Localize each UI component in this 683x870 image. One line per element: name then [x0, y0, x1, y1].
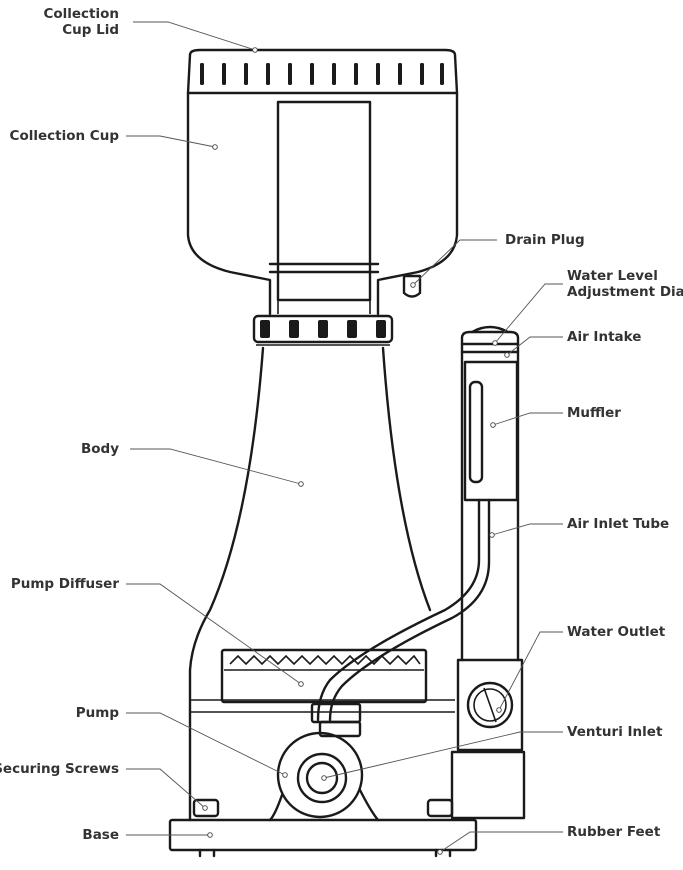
air-inlet-hose — [316, 498, 491, 722]
leader-dots — [202, 47, 510, 855]
label-body: Body — [80, 441, 119, 457]
label-pump: Pump — [75, 705, 119, 721]
label-air-inlet-tube: Air Inlet Tube — [567, 516, 670, 532]
label-base: Base — [82, 827, 119, 843]
label-water-outlet: Water Outlet — [567, 624, 666, 640]
venturi-column — [450, 325, 526, 820]
label-rubber-feet: Rubber Feet — [567, 824, 661, 840]
label-water-level-line1: Water Level — [567, 268, 658, 284]
label-venturi-inlet: Venturi Inlet — [567, 724, 663, 740]
label-collection-cup: Collection Cup — [9, 128, 119, 144]
collection-cup-lid — [186, 48, 459, 95]
label-pump-diffuser: Pump Diffuser — [10, 576, 119, 592]
label-collection-cup-lid: Collection Cup Lid — [43, 6, 119, 38]
drain-plug — [402, 274, 422, 298]
label-air-intake: Air Intake — [567, 329, 642, 345]
label-muffler: Muffler — [567, 405, 621, 421]
label-collection-cup-lid-line2: Cup Lid — [62, 22, 119, 38]
lid-ridges — [200, 63, 444, 85]
leader-lines — [126, 21, 563, 853]
collection-cup — [186, 91, 459, 316]
pump-diffuser — [220, 648, 428, 704]
base — [168, 818, 478, 858]
label-securing-screws: Securing Screws — [0, 761, 119, 777]
label-drain-plug: Drain Plug — [505, 232, 585, 248]
skimmer-body — [188, 346, 455, 822]
pump — [268, 702, 380, 822]
label-water-level-line2: Adjustment Dial — [567, 284, 683, 300]
label-collection-cup-lid-line1: Collection — [43, 6, 119, 22]
collar-ring — [252, 314, 394, 346]
label-water-level-adjustment-dial: Water Level Adjustment Dial — [567, 268, 683, 300]
